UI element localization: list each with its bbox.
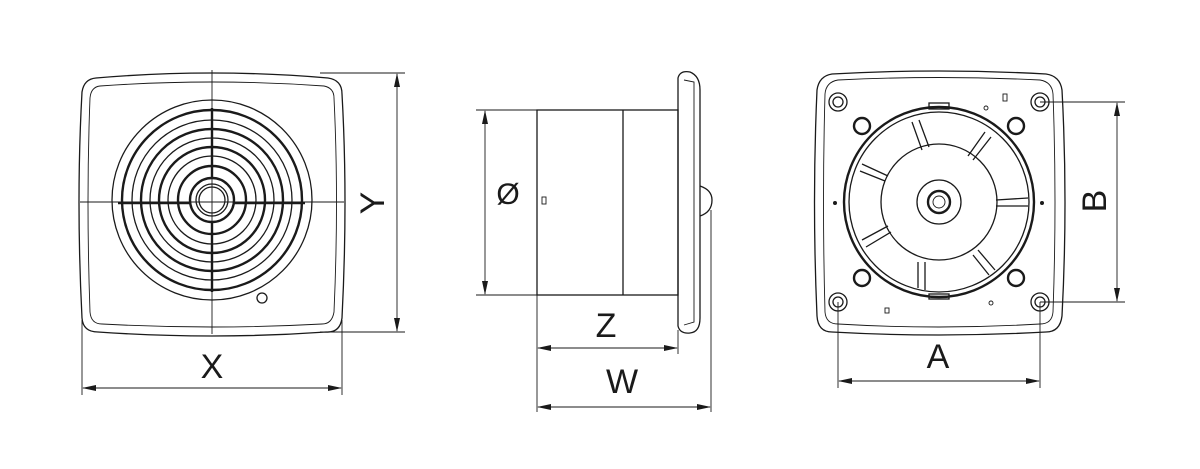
fan-impeller: [842, 102, 1036, 300]
diameter-dimension-label: Ø: [496, 178, 519, 211]
w-dimension-label: W: [606, 363, 638, 401]
back-panel-outline: [813, 70, 1066, 336]
clips: [852, 116, 1026, 288]
b-dimension-label: B: [1076, 190, 1114, 213]
a-dimension-label: A: [927, 338, 950, 376]
side-view: Ø Z W: [476, 70, 713, 412]
front-flange: [677, 70, 701, 334]
mounting-holes: [828, 92, 1050, 312]
duct-body: [536, 109, 679, 296]
y-dimension-label: Y: [354, 192, 392, 215]
indicator-light: [256, 292, 268, 304]
z-dimension-label: Z: [596, 307, 617, 345]
front-view: Y X: [78, 70, 405, 395]
back-view: B A: [813, 70, 1125, 388]
front-panel-inner-edge: [87, 81, 337, 328]
side-knob: [699, 185, 713, 217]
x-dimension-label: X: [201, 348, 224, 386]
